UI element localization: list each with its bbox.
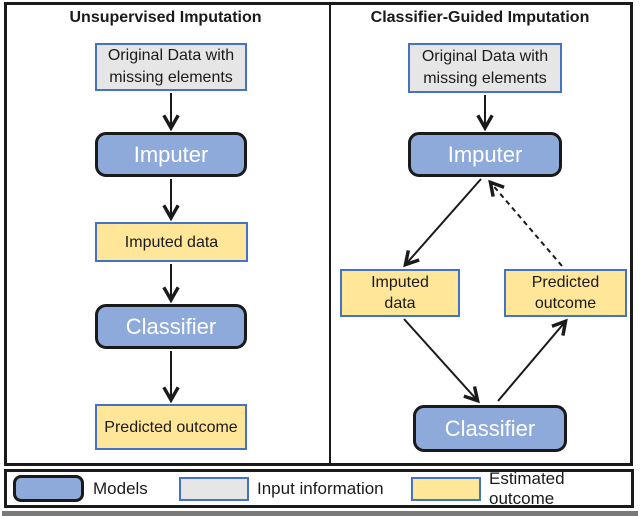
left-imputer-box: Imputer bbox=[95, 132, 247, 177]
left-original-data-line1: Original Data with bbox=[107, 47, 235, 64]
left-original-data-box: Original Data with missing elements bbox=[95, 43, 247, 91]
left-imputed-data-label: Imputed data bbox=[124, 233, 219, 251]
left-imputed-data-box: Imputed data bbox=[95, 222, 248, 262]
right-predicted-outcome-box: Predicted outcome bbox=[504, 269, 627, 317]
model-swatch-icon bbox=[13, 475, 84, 502]
right-predicted-outcome-line1: Predicted bbox=[531, 274, 600, 291]
right-panel-title: Classifier-Guided Imputation bbox=[370, 9, 590, 26]
left-classifier-box: Classifier bbox=[95, 304, 247, 349]
right-imputer-box: Imputer bbox=[408, 132, 562, 177]
legend-label-input-information: Input information bbox=[257, 478, 384, 498]
right-classifier-box: Classifier bbox=[413, 405, 567, 452]
right-original-data-line1: Original Data with bbox=[421, 48, 549, 65]
left-predicted-outcome-label: Predicted outcome bbox=[104, 418, 238, 436]
figure-shadow bbox=[2, 511, 638, 516]
left-imputer-label: Imputer bbox=[133, 141, 209, 167]
input-swatch-icon bbox=[179, 477, 249, 501]
right-classifier-label: Classifier bbox=[444, 415, 536, 441]
right-original-data-line2: missing elements bbox=[423, 70, 547, 87]
left-classifier-label: Classifier bbox=[125, 313, 217, 339]
left-original-data-line2: missing elements bbox=[109, 69, 233, 86]
legend: Models Input information Estimated outco… bbox=[4, 469, 634, 508]
right-imputed-data-line1: Imputed bbox=[371, 274, 429, 291]
right-imputed-data-line2: data bbox=[384, 295, 416, 312]
left-panel-title: Unsupervised Imputation bbox=[69, 9, 262, 26]
right-predicted-outcome-line2: outcome bbox=[534, 295, 597, 312]
right-original-data-box: Original Data with missing elements bbox=[408, 43, 562, 93]
right-imputed-data-box: Imputed data bbox=[340, 269, 460, 317]
panel-divider bbox=[329, 2, 331, 466]
outcome-swatch-icon bbox=[411, 477, 481, 501]
left-predicted-outcome-box: Predicted outcome bbox=[95, 404, 247, 450]
right-imputer-label: Imputer bbox=[447, 141, 523, 167]
legend-label-estimated-outcome: Estimated outcome bbox=[489, 468, 565, 508]
legend-label-models: Models bbox=[93, 478, 148, 498]
